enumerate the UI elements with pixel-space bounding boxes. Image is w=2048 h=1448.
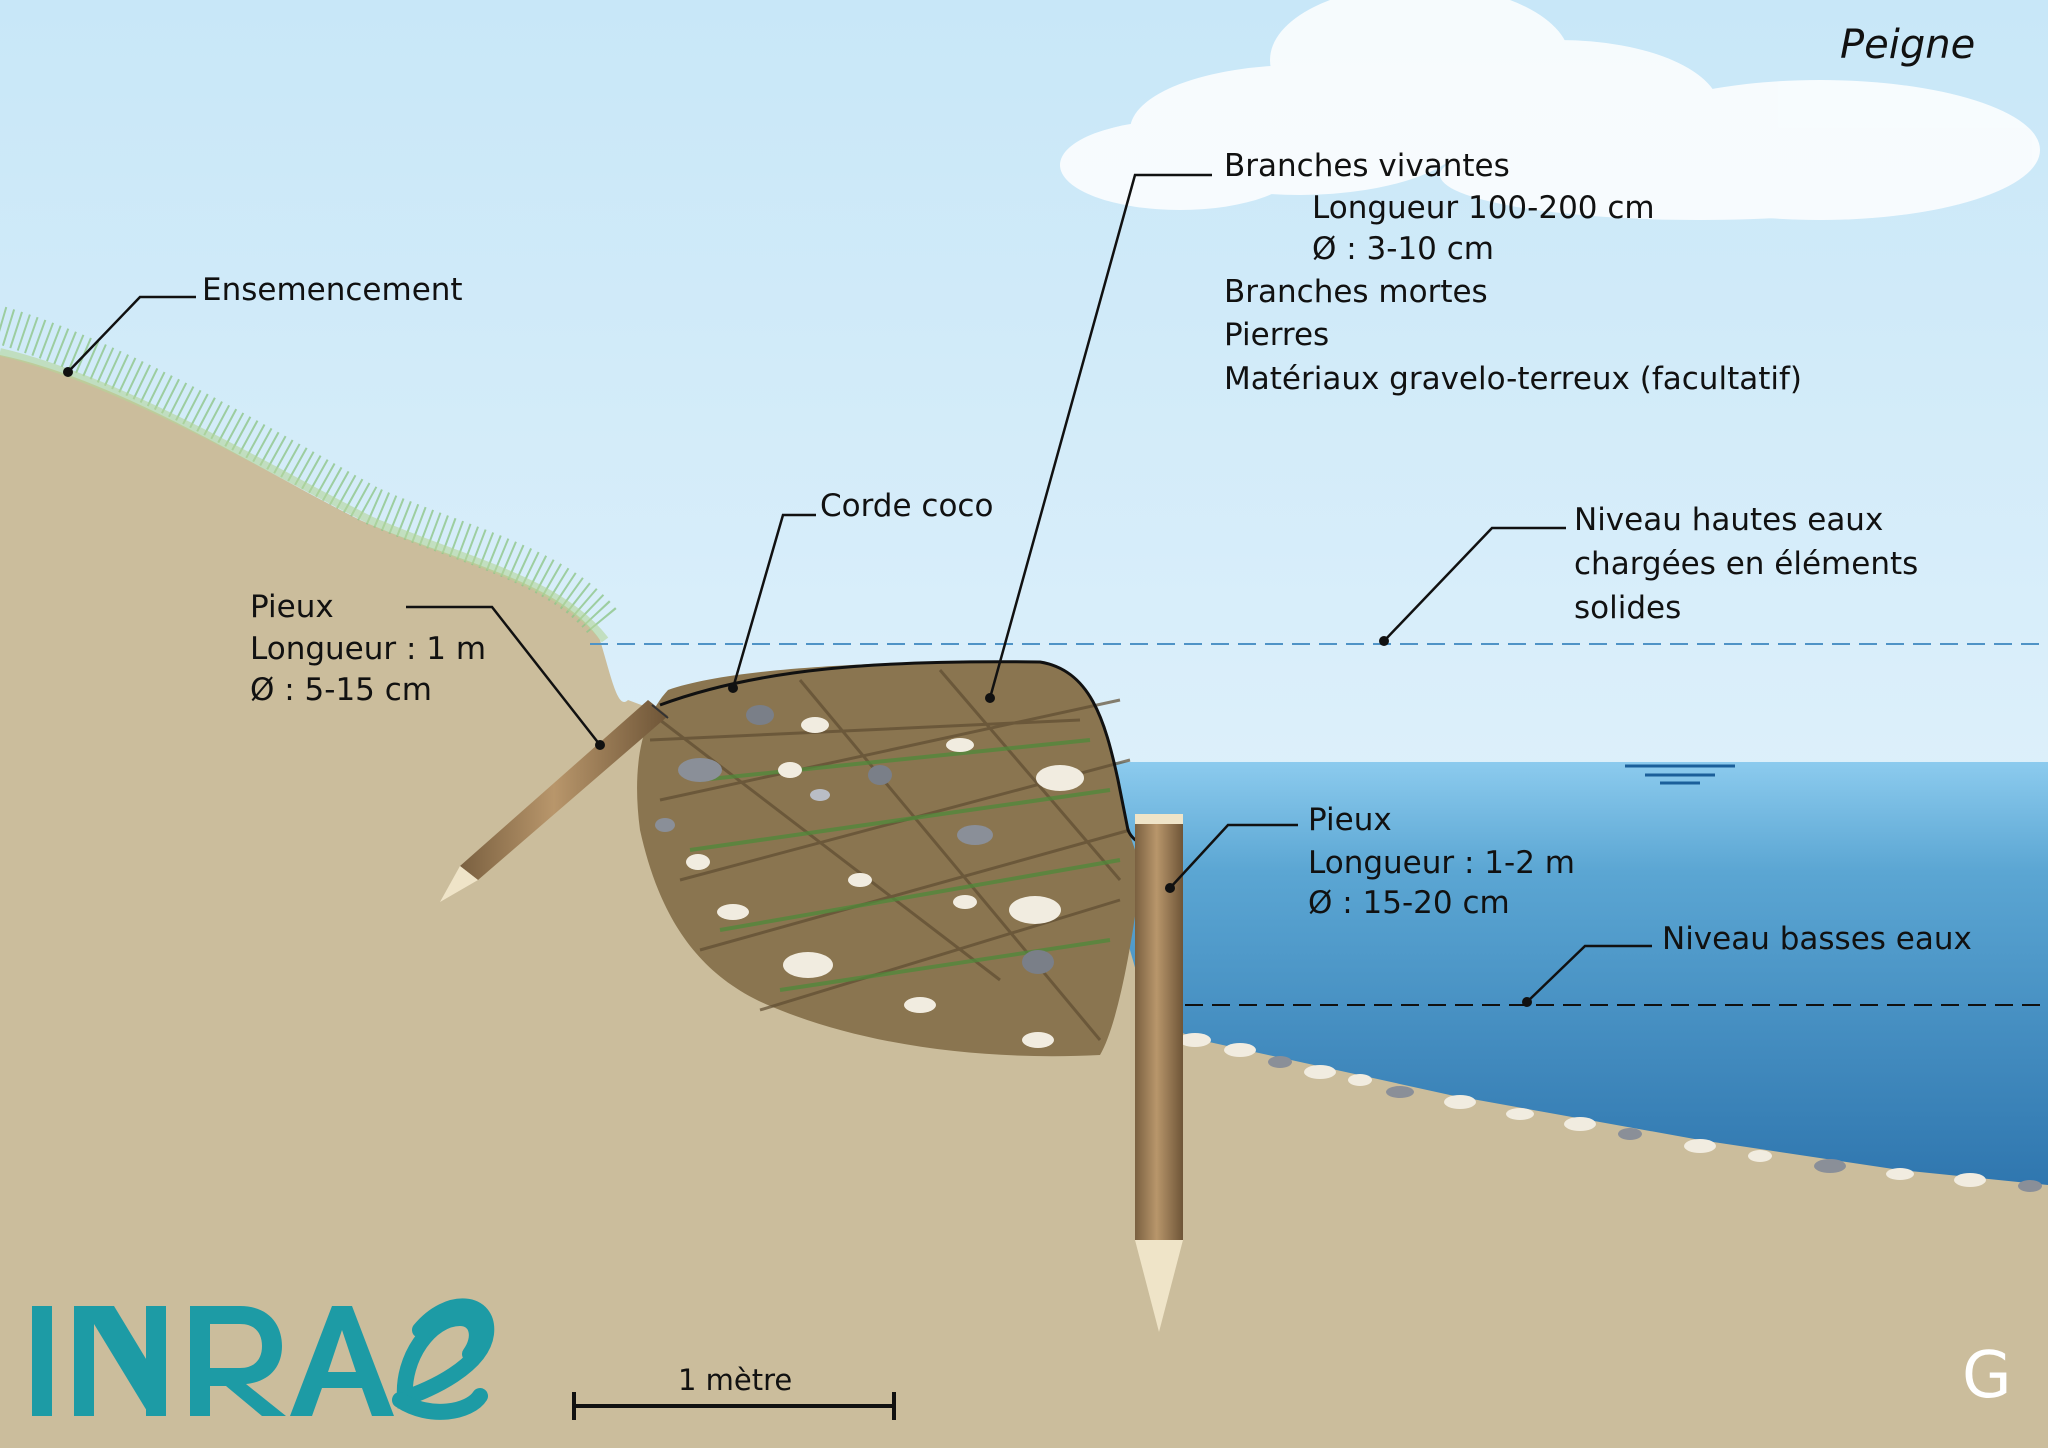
leader-branches-vivantes xyxy=(988,173,1212,699)
label-branches-vivantes: Branches vivantes xyxy=(1224,148,1510,184)
leader-corde-coco xyxy=(731,513,816,689)
label-ensemencement: Ensemencement xyxy=(202,272,463,308)
fascine-greenery xyxy=(689,738,1121,992)
leader-pieux-left xyxy=(406,605,601,746)
scale-bar xyxy=(572,1392,896,1420)
fascine-stones xyxy=(655,705,1084,1048)
left-stake xyxy=(440,700,669,902)
label-pieux-right-longueur: Longueur : 1-2 m xyxy=(1308,845,1575,881)
label-pieux-left-title: Pieux xyxy=(250,589,334,625)
label-corde-coco: Corde coco xyxy=(820,488,994,524)
leader-niveau-hautes xyxy=(1383,526,1566,642)
label-niveau-hautes-2: chargées en éléments xyxy=(1574,546,1919,582)
label-branches-mortes: Branches mortes xyxy=(1224,274,1488,310)
label-pieux-right-title: Pieux xyxy=(1308,802,1392,838)
corner-letter: G xyxy=(1962,1339,2012,1413)
coconut-rope xyxy=(659,660,1173,850)
grass-base xyxy=(0,348,609,643)
leader-ensemencement xyxy=(67,295,196,373)
diagram-title: Peigne xyxy=(1840,22,1976,68)
label-pieux-right-diametre: Ø : 15-20 cm xyxy=(1308,885,1510,921)
leader-niveau-basses xyxy=(1526,944,1652,1003)
leader-pieux-right xyxy=(1169,823,1298,889)
leader-dots xyxy=(63,367,1532,1007)
label-pieux-left-diametre: Ø : 5-15 cm xyxy=(250,672,433,708)
label-materiaux: Matériaux gravelo-terreux (facultatif) xyxy=(1224,361,1802,397)
label-niveau-basses: Niveau basses eaux xyxy=(1662,921,1972,957)
riverbed-pebbles xyxy=(1179,1033,2042,1192)
inrae-logo xyxy=(32,1298,495,1420)
label-pierres: Pierres xyxy=(1224,317,1330,353)
fascine-mass xyxy=(637,661,1140,1057)
leader-lines xyxy=(67,173,1652,1003)
label-branches-diametre: Ø : 3-10 cm xyxy=(1312,231,1495,267)
label-niveau-hautes-1: Niveau hautes eaux xyxy=(1574,502,1884,538)
scale-bar-label: 1 mètre xyxy=(678,1363,793,1397)
label-niveau-hautes-3: solides xyxy=(1574,590,1682,626)
right-stake xyxy=(1135,814,1183,1332)
water-surface-symbol xyxy=(1625,764,1735,785)
label-branches-longueur: Longueur 100-200 cm xyxy=(1312,190,1655,226)
label-pieux-left-longueur: Longueur : 1 m xyxy=(250,631,487,667)
cloud xyxy=(1060,0,2040,220)
